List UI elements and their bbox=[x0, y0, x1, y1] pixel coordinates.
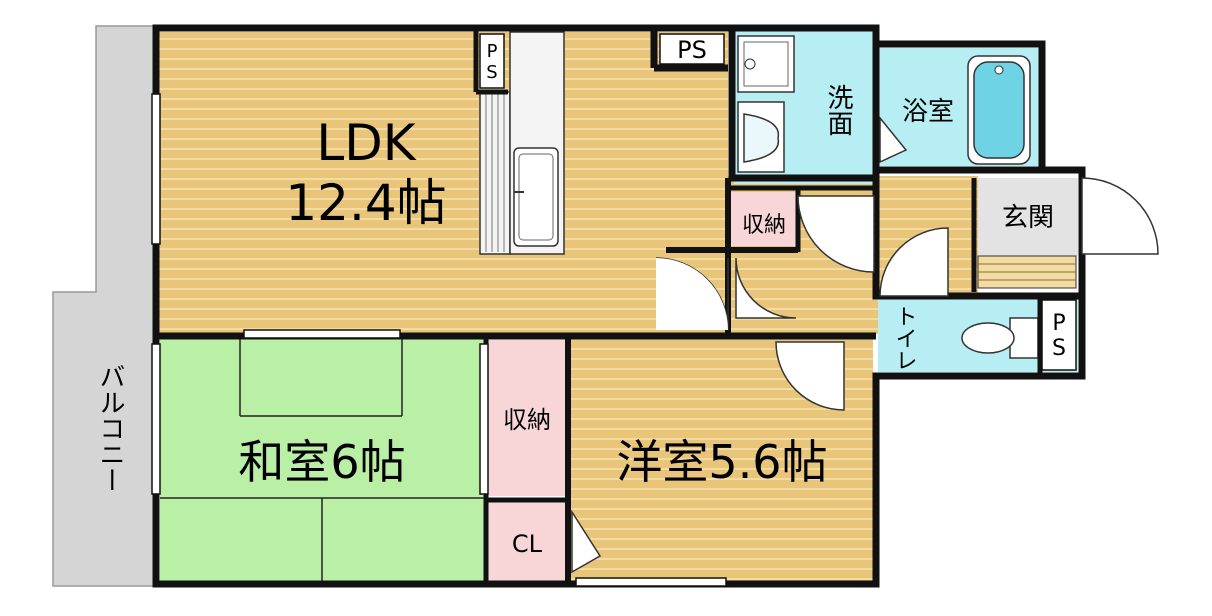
youshitsu-label: 洋室5.6帖 bbox=[616, 435, 827, 489]
storage-mid-floor bbox=[488, 340, 566, 496]
senmen-label: 洗面 bbox=[823, 84, 853, 136]
yokushitsu-label: 浴室 bbox=[902, 97, 954, 127]
genkan-step-lines bbox=[978, 263, 1076, 281]
washing-machine bbox=[737, 35, 795, 93]
doors bbox=[571, 115, 1159, 574]
genkan-floor bbox=[978, 178, 1078, 256]
washbasin bbox=[737, 101, 785, 173]
kitchen-sink bbox=[513, 147, 559, 247]
storage-top-label: 収納 bbox=[742, 213, 786, 238]
storage-top-floor bbox=[730, 192, 798, 246]
balcony-area bbox=[52, 25, 157, 587]
ps-top-box bbox=[659, 33, 725, 65]
bathtub bbox=[967, 55, 1031, 165]
closet-floor bbox=[488, 502, 566, 582]
ps-top-label: PS bbox=[677, 36, 707, 64]
toilet-label: トイレ bbox=[892, 305, 917, 371]
ldk-size-label: 12.4帖 bbox=[285, 174, 446, 232]
ldk-floor bbox=[158, 32, 728, 334]
windows bbox=[151, 93, 727, 587]
closet-label: CL bbox=[512, 530, 543, 558]
genkan-label: 玄関 bbox=[1002, 203, 1054, 233]
ps-kitchen-label: PS bbox=[482, 41, 503, 83]
ldk-name-label: LDK bbox=[316, 114, 416, 172]
ps-toilet-label: PS bbox=[1047, 311, 1072, 361]
ps-toilet-box bbox=[1041, 299, 1077, 371]
balcony-label: バルコニー bbox=[95, 363, 125, 493]
ps-kitchen-box bbox=[479, 33, 505, 89]
kitchen-counter bbox=[479, 31, 565, 255]
storage-mid-label: 収納 bbox=[503, 406, 551, 434]
tatami-lines bbox=[160, 338, 484, 582]
toilet-bowl bbox=[961, 317, 1039, 359]
washitsu-label: 和室6帖 bbox=[238, 435, 405, 489]
